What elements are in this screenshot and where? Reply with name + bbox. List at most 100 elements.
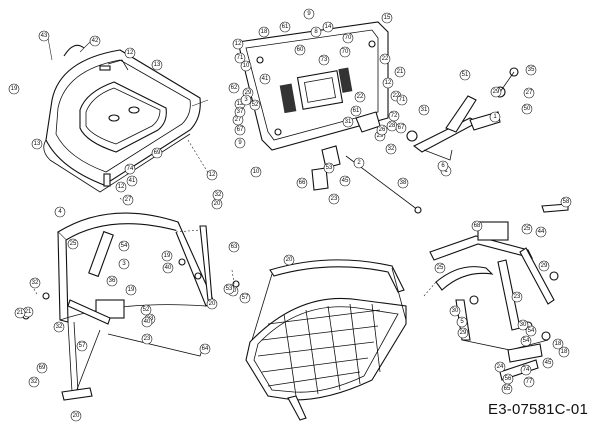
callout-text: 12 (118, 184, 125, 190)
callout-text: 53 (226, 286, 233, 292)
callout-45: 45 (542, 357, 554, 369)
callout-77: 77 (523, 376, 535, 388)
callout-18: 18 (558, 346, 570, 358)
callout-text: 29 (541, 263, 548, 269)
callout-text: 27 (235, 117, 242, 123)
callout-text: 62 (231, 85, 238, 91)
callout-text: 70 (345, 35, 352, 41)
callout-50: 50 (521, 103, 533, 115)
callout-text: 31 (421, 107, 428, 113)
callout-28: 28 (386, 120, 398, 132)
callout-43: 43 (38, 30, 50, 42)
callout-text: 50 (524, 106, 531, 112)
callout-66: 66 (296, 177, 308, 189)
callout-text: 66 (299, 180, 306, 186)
callout-44: 44 (535, 226, 547, 238)
callout-text: 18 (561, 349, 568, 355)
callout-text: 25 (437, 265, 444, 271)
callout-61: 61 (279, 21, 291, 33)
callout-70: 70 (342, 32, 354, 44)
callout-19: 19 (161, 250, 173, 262)
callout-32: 32 (53, 321, 65, 333)
callout-14: 14 (322, 21, 334, 33)
callout-3: 3 (240, 94, 252, 106)
callout-45: 45 (339, 175, 351, 187)
callout-58: 58 (560, 196, 572, 208)
callout-26: 26 (376, 124, 388, 136)
callout-52: 52 (140, 304, 152, 316)
callout-15: 15 (381, 12, 393, 24)
callout-40: 40 (162, 262, 174, 274)
callout-24: 24 (494, 361, 506, 373)
callout-text: 57 (242, 295, 249, 301)
callout-text: 24 (497, 364, 504, 370)
callout-71: 71 (396, 94, 408, 106)
callout-18: 18 (552, 338, 564, 350)
callout-54: 54 (520, 335, 532, 347)
callout-text: 27 (526, 90, 533, 96)
callout-text: 32 (215, 192, 222, 198)
callout-text: 38 (400, 180, 407, 186)
callout-text: 12 (385, 80, 392, 86)
callout-text: 43 (41, 33, 48, 39)
callout-text: 9 (307, 11, 311, 17)
callout-30: 30 (517, 319, 529, 331)
callout-text: 13 (154, 62, 161, 68)
callout-10: 10 (250, 166, 262, 178)
callout-text: 52 (252, 102, 259, 108)
callout-text: 20 (73, 413, 80, 419)
callout-text: 73 (321, 57, 328, 63)
callout-text: 54 (528, 328, 535, 334)
callout-20: 20 (70, 410, 82, 422)
callout-29: 29 (457, 327, 469, 339)
callout-67: 67 (395, 122, 407, 134)
callout-32: 32 (29, 277, 41, 289)
callout-53: 53 (323, 162, 335, 174)
callout-29: 29 (538, 260, 550, 272)
callout-text: 77 (526, 379, 533, 385)
callout-text: 74 (127, 166, 134, 172)
callout-73: 73 (318, 54, 330, 66)
callout-text: 44 (538, 229, 545, 235)
callout-text: 20 (286, 257, 293, 263)
callout-19: 19 (8, 83, 20, 95)
callout-text: 45 (342, 178, 349, 184)
callout-35: 35 (525, 64, 537, 76)
callout-text: 19 (128, 287, 135, 293)
callout-text: 25 (70, 241, 77, 247)
callout-32: 32 (212, 189, 224, 201)
callout-56: 56 (502, 373, 514, 385)
callout-text: 64 (202, 346, 209, 352)
callout-text: 41 (262, 76, 269, 82)
callout-text: 42 (92, 38, 99, 44)
callout-text: 58 (563, 199, 570, 205)
callout-21: 21 (22, 306, 34, 318)
callout-text: 41 (129, 178, 136, 184)
callout-text: 30 (520, 322, 527, 328)
callout-text: 70 (342, 49, 349, 55)
callout-57: 57 (76, 340, 88, 352)
callout-text: 32 (388, 146, 395, 152)
callout-text: 12 (209, 172, 216, 178)
callout-text: 4 (58, 209, 62, 215)
callout-19: 19 (125, 284, 137, 296)
callout-text: 20 (209, 301, 216, 307)
callout-text: 18 (555, 341, 562, 347)
callout-text: 72 (391, 113, 398, 119)
callout-text: 68 (474, 223, 481, 229)
callout-25: 25 (434, 262, 446, 274)
callout-22: 22 (354, 91, 366, 103)
callout-57: 57 (239, 292, 251, 304)
callout-text: 14 (325, 24, 332, 30)
callout-text: 32 (31, 379, 38, 385)
callout-60: 60 (294, 44, 306, 56)
callout-text: 5 (460, 319, 464, 325)
callout-text: 23 (144, 336, 151, 342)
callout-text: 21 (397, 69, 404, 75)
callout-text: 61 (282, 24, 289, 30)
callout-4: 4 (54, 206, 66, 218)
callout-text: 21 (17, 310, 24, 316)
callout-text: 9 (238, 140, 242, 146)
callout-text: 69 (39, 365, 46, 371)
